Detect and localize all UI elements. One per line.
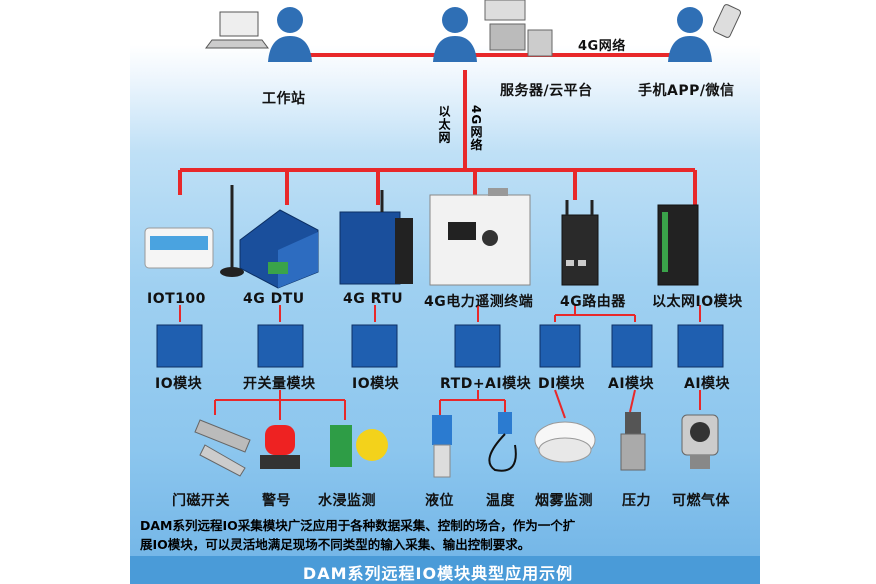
device-label: 4G路由器 — [560, 294, 626, 310]
person-icon-server — [433, 0, 553, 62]
sensor-label: 液位 — [425, 493, 454, 509]
module-lines — [179, 305, 701, 420]
label-mobile: 手机APP/微信 — [638, 83, 735, 99]
title-band — [130, 556, 760, 584]
sensor-label: 可燃气体 — [672, 493, 730, 509]
label-workstation: 工作站 — [262, 91, 306, 107]
sensor-label: 压力 — [622, 493, 651, 509]
background-panel — [130, 45, 760, 584]
sensor-label: 门磁开关 — [172, 493, 230, 509]
description-line-2: 展IO模块，可以灵活地满足现场不同类型的输入采集、输出控制要求。 — [140, 537, 531, 552]
device-label: 4G电力遥测终端 — [424, 294, 534, 310]
device-label: 4G RTU — [343, 291, 404, 307]
device-4g-router — [561, 200, 599, 286]
alarm-siren-icon — [260, 425, 300, 469]
antenna-icon — [220, 185, 244, 277]
description-line-1: DAM系列远程IO采集模块广泛应用于各种数据采集、控制的场合，作为一个扩 — [140, 518, 576, 533]
pressure-sensor-icon — [620, 412, 646, 471]
module-label: IO模块 — [155, 376, 203, 392]
diagram-title: DAM系列远程IO模块典型应用示例 — [302, 564, 574, 583]
label-4g-net: 4G网络 — [469, 105, 483, 152]
device-4g-rtu — [339, 190, 413, 285]
module-label: 开关量模块 — [243, 376, 316, 392]
temperature-sensor-icon — [488, 412, 517, 472]
label-ethernet: 以太网 — [437, 105, 451, 144]
module-label: IO模块 — [352, 376, 400, 392]
network-lines — [178, 53, 700, 205]
module-ai-1 — [611, 324, 653, 368]
io-modules — [156, 324, 724, 368]
water-sensor-icon — [330, 425, 388, 467]
level-sensor-icon — [432, 415, 452, 478]
module-ai-2 — [677, 324, 724, 368]
module-io-1 — [156, 324, 203, 368]
module-label: DI模块 — [538, 376, 585, 392]
device-power-terminal — [429, 188, 531, 286]
module-switch — [257, 324, 304, 368]
device-label: IOT100 — [147, 291, 206, 307]
person-icon-workstation — [205, 7, 312, 62]
device-ethernet-io — [657, 204, 699, 286]
device-label: 以太网IO模块 — [652, 294, 743, 310]
sensor-label: 烟雾监测 — [535, 493, 593, 509]
module-label: AI模块 — [608, 376, 655, 392]
label-4g-link: 4G网络 — [578, 39, 626, 54]
person-icon-mobile — [668, 4, 742, 62]
module-label: AI模块 — [684, 376, 731, 392]
device-iot100 — [144, 227, 214, 269]
module-io-2 — [351, 324, 398, 368]
module-di — [539, 324, 581, 368]
sensor-label: 水浸监测 — [318, 493, 376, 509]
device-4g-dtu — [239, 209, 319, 289]
sensor-label: 警号 — [262, 493, 291, 509]
sensor-label: 温度 — [486, 493, 515, 509]
module-rtd-ai — [454, 324, 501, 368]
gas-detector-icon — [681, 414, 719, 469]
smoke-detector-icon — [534, 421, 596, 463]
label-server: 服务器/云平台 — [500, 83, 593, 99]
door-magnet-icon — [194, 419, 251, 477]
module-label: RTD+AI模块 — [440, 376, 532, 392]
device-label: 4G DTU — [243, 291, 305, 307]
